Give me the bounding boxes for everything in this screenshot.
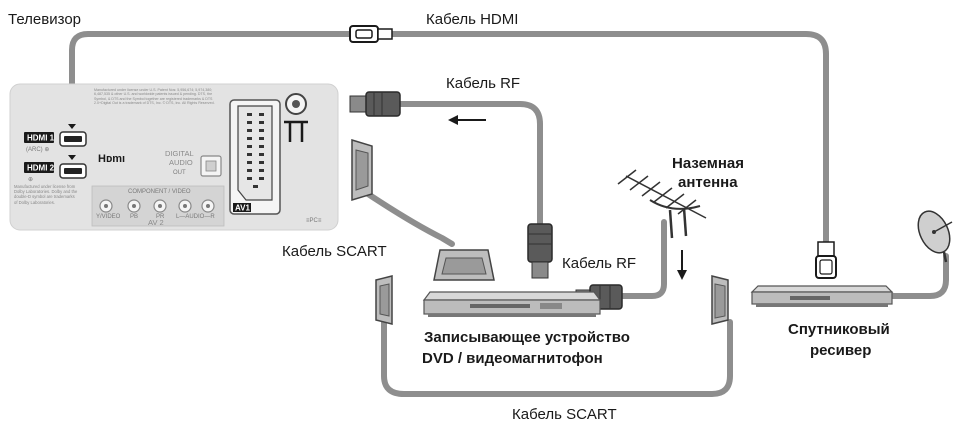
rf-plug-recorder — [527, 223, 553, 279]
digital-audio-label-3: OUT — [173, 170, 186, 176]
jack-label-pb: PB — [130, 214, 138, 220]
satellite-label-line2: ресивер — [810, 342, 871, 359]
rf-cable-top — [397, 101, 543, 227]
component-video-block: COMPONENT / VIDEO Y/VIDEO PB PR L—AUDIO—… — [91, 185, 225, 227]
scart-plug-recorder-bottom — [375, 275, 393, 325]
dvd-recorder-device — [422, 291, 602, 317]
av1-label: AV1 — [235, 204, 251, 213]
antenna-label-line2: антенна — [678, 174, 738, 191]
scart-plug-satellite — [711, 275, 729, 325]
dts-notice: Manufactured under license under U.S. Pa… — [94, 88, 215, 105]
component-jacks[interactable] — [99, 199, 215, 213]
hdmi1-sub-label: (ARC) ⊕ — [26, 147, 49, 153]
rf-cable-top-label: Кабель RF — [446, 75, 520, 92]
pc-label: ≡PC≡ — [306, 218, 322, 224]
tv-back-panel: Manufactured under license under U.S. Pa… — [9, 83, 339, 231]
hdmi2-port[interactable]: HDMI 2 ⊕ — [24, 155, 87, 183]
satellite-label-line1: Спутниковый — [788, 321, 890, 338]
dish-cable — [887, 253, 949, 299]
recorder-label-line2: DVD / видеомагнитофон — [422, 350, 603, 367]
tv-label: Телевизор — [8, 11, 81, 28]
jack-label-audio: L—AUDIO—R — [176, 214, 215, 220]
hdmi2-label: HDMI 2 — [27, 164, 55, 173]
dolby-notice: Manufactured under license from Dolby La… — [14, 184, 78, 205]
jack-label-video: Y/VIDEO — [96, 214, 121, 220]
signal-arrow-left — [448, 115, 486, 125]
scart-plug-tv — [351, 138, 373, 202]
scart-cable-bottom — [381, 319, 733, 397]
satellite-receiver-device — [750, 285, 894, 307]
scart-cable-top — [359, 187, 455, 247]
hdmi-plug-top — [349, 25, 393, 43]
scart-cable-bottom-label: Кабель SCART — [512, 406, 617, 423]
rf-plug-top — [349, 91, 401, 117]
hdmi-cable-label: Кабель HDMI — [426, 11, 518, 28]
av2-label: AV 2 — [148, 218, 164, 227]
hdmi-logo: Hᴅmı — [98, 153, 125, 165]
digital-audio-label-2: AUDIO — [169, 158, 193, 167]
scart-cable-top-label: Кабель SCART — [282, 243, 387, 260]
digital-audio-label-1: DIGITAL — [165, 149, 194, 158]
antenna-symbol-icon — [284, 120, 308, 142]
hdmi-cable — [69, 31, 829, 245]
jack-label-pr: PR — [156, 214, 165, 220]
hdmi-plug-satellite — [815, 241, 837, 279]
satellite-dish-icon — [917, 210, 953, 263]
rf-cable-mid — [617, 219, 667, 299]
digital-audio-out-port[interactable]: DIGITAL AUDIO OUT — [165, 149, 222, 177]
scart-plug-recorder-top — [433, 249, 495, 281]
hdmi1-port[interactable]: HDMI 1 (ARC) ⊕ — [24, 124, 87, 153]
hdmi1-label: HDMI 1 — [27, 134, 55, 143]
signal-arrow-down — [677, 250, 687, 280]
tv-antenna-jack[interactable] — [284, 93, 308, 142]
rf-cable-mid-label: Кабель RF — [562, 255, 636, 272]
antenna-label-line1: Наземная — [672, 155, 744, 172]
av1-scart-port[interactable]: AV1 — [229, 99, 281, 215]
component-title: COMPONENT / VIDEO — [128, 189, 191, 195]
hdmi2-sub-label: ⊕ — [28, 177, 33, 183]
terrestrial-antenna-icon — [617, 169, 707, 239]
recorder-label-line1: Записывающее устройство — [424, 329, 630, 346]
